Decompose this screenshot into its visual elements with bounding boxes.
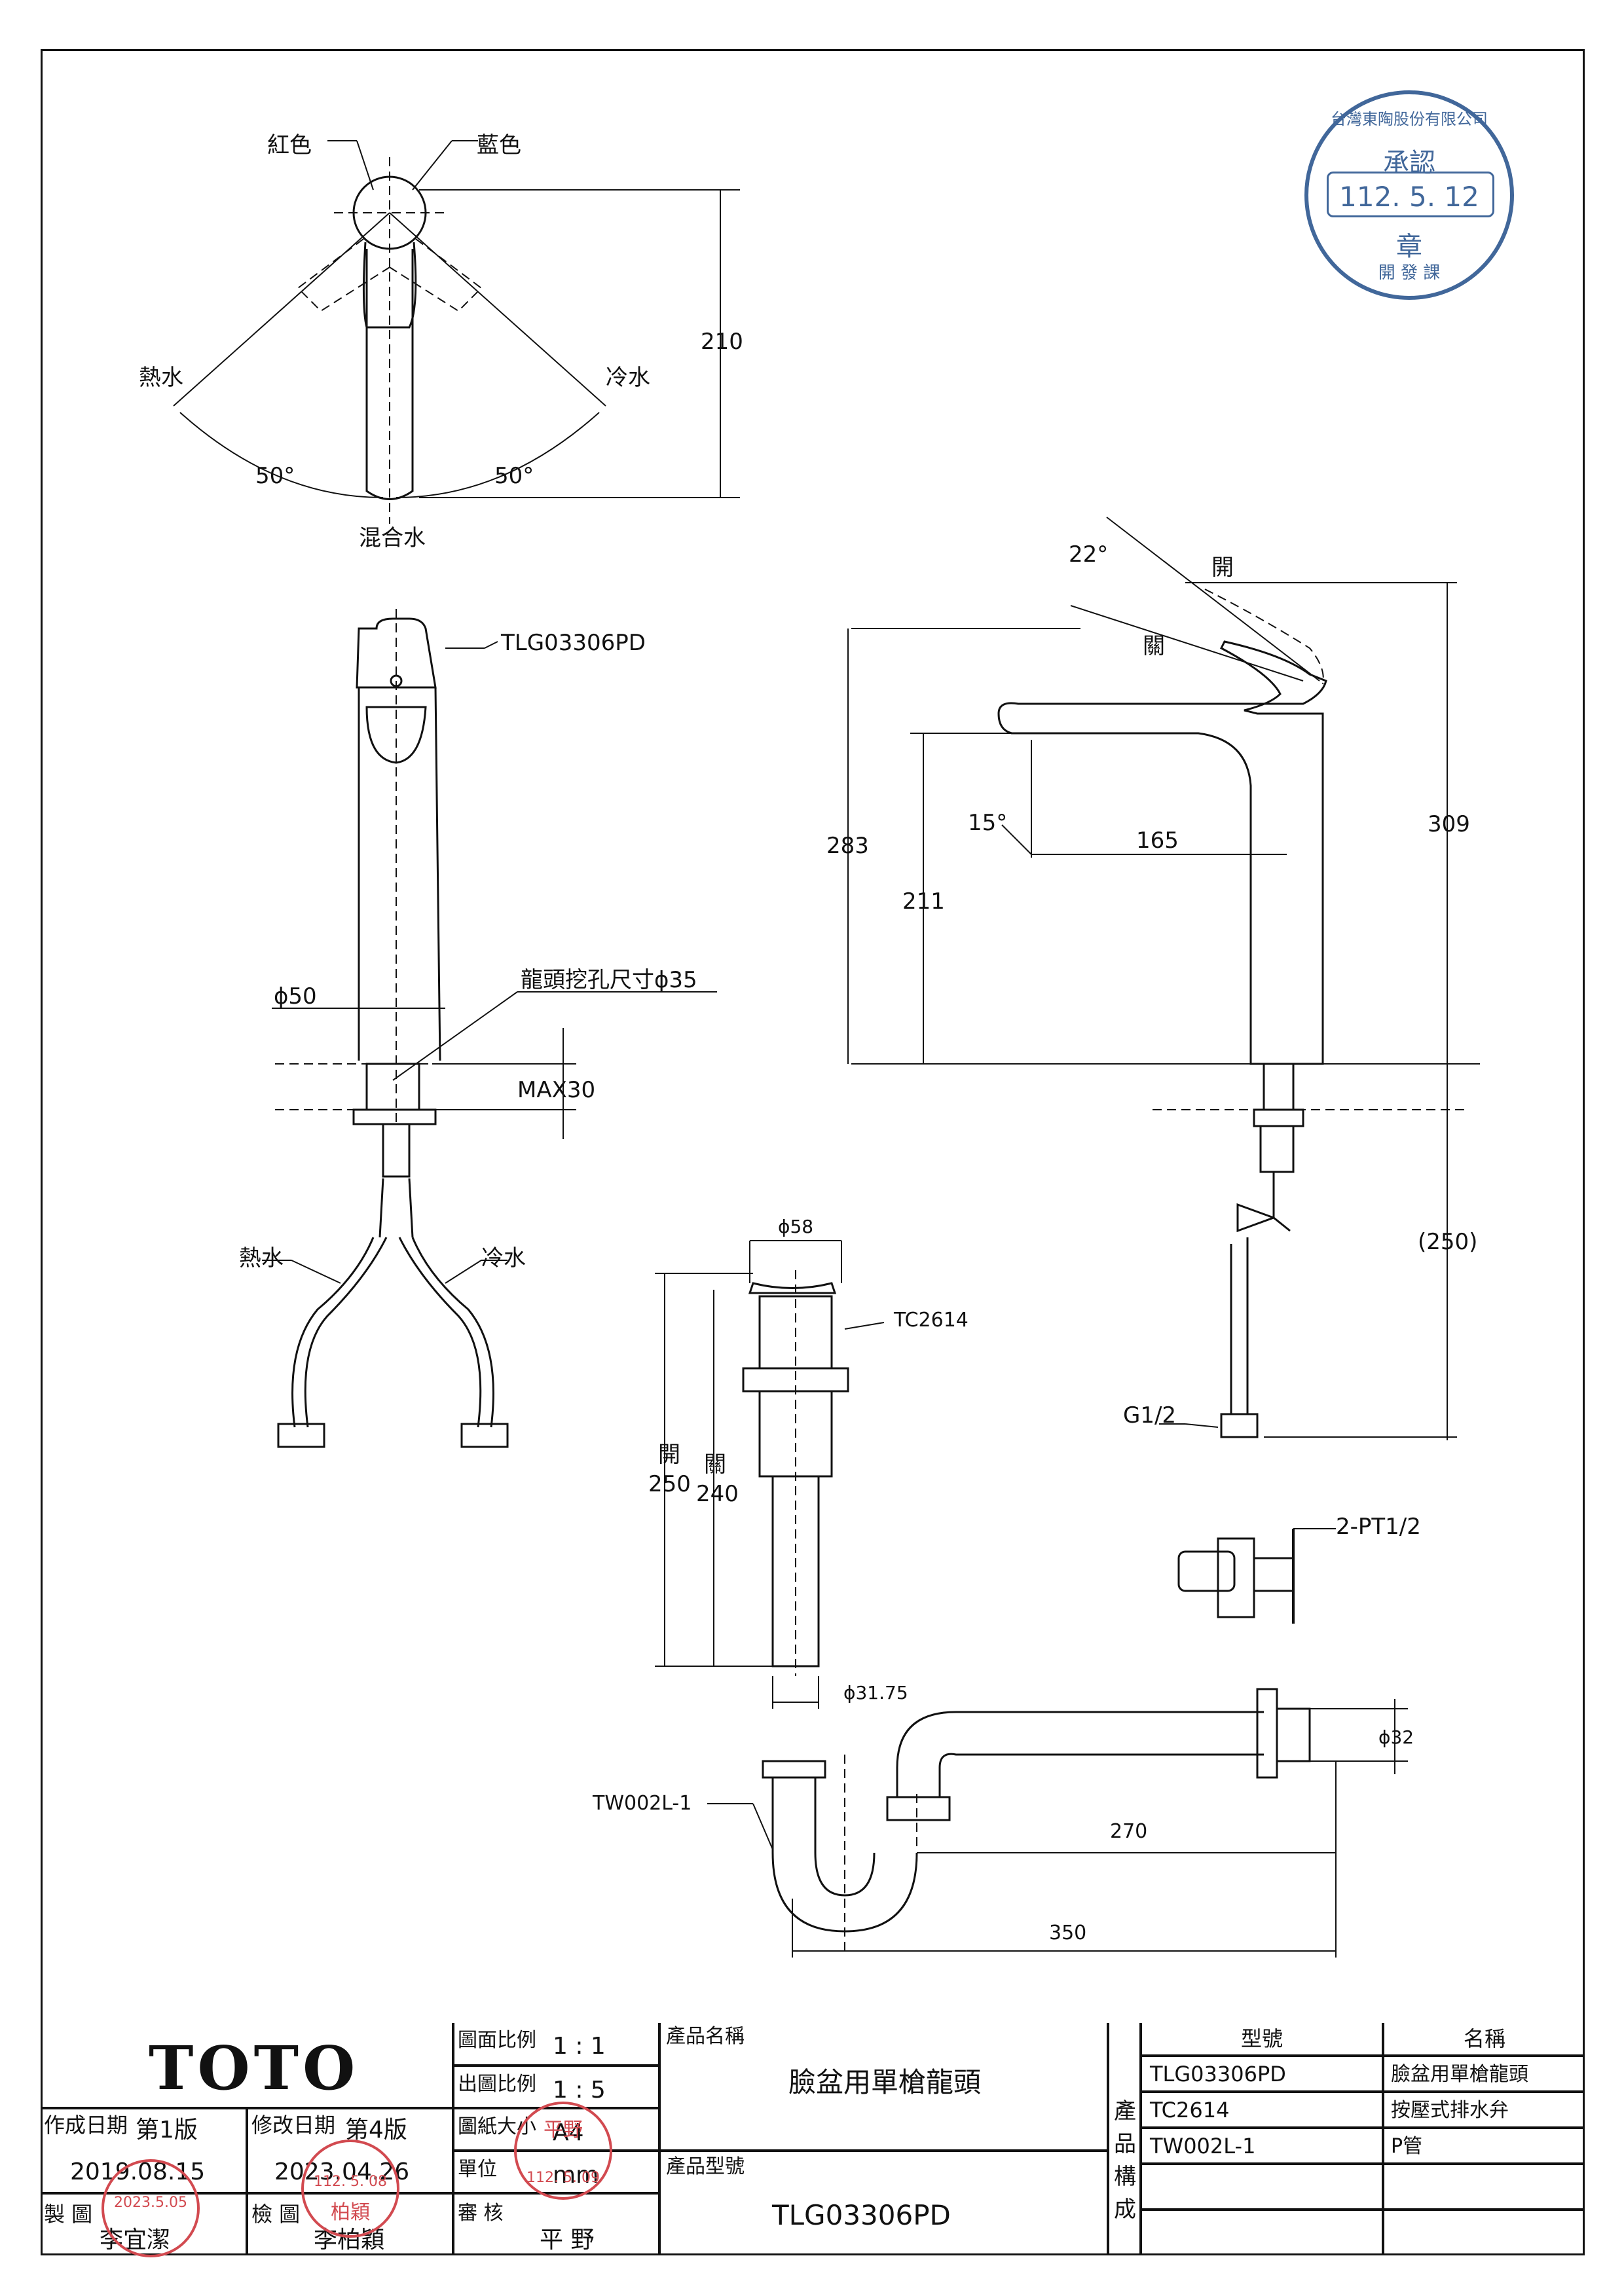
product-model-cell: 產品型號 TLG03306PD [659, 2151, 1108, 2255]
title-block: TOTO 作成日期 第1版 2019.08.15 修改日期 第4版 2023.0… [41, 2023, 1585, 2255]
top-view [173, 140, 740, 524]
dim-240-drain: 240 [696, 1481, 739, 1507]
label-cold-front: 冷水 [481, 1245, 526, 1271]
dim-31-75: ϕ31.75 [843, 1682, 908, 1704]
label-open-drain: 開 [658, 1442, 680, 1468]
dim-250-side: (250) [1418, 1229, 1478, 1255]
trap-view [707, 1688, 1408, 1958]
dim-309: 309 [1428, 811, 1470, 837]
dim-250-drain: 250 [648, 1471, 691, 1497]
label-hot-top: 熱水 [139, 365, 183, 391]
side-view [847, 517, 1480, 1624]
label-cold-top: 冷水 [606, 365, 650, 391]
angle-spout: 15° [968, 810, 1008, 836]
drain-model: TC2614 [894, 1309, 969, 1332]
thread-g12: G1/2 [1123, 1402, 1177, 1429]
stamp-drawer: 2023.5.05 [101, 2159, 200, 2257]
composition-label-cell: 產 品 構 成 [1108, 2023, 1141, 2255]
drawing-frame [41, 49, 1585, 2255]
label-blue: 藍色 [477, 132, 521, 158]
label-close-drain: 關 [704, 1451, 726, 1478]
toto-logo: TOTO [149, 2033, 360, 2104]
component-row: TW002L-1 [1141, 2128, 1383, 2164]
stamp-company: 台灣東陶股份有限公司 [1331, 110, 1488, 128]
dim-210: 210 [701, 329, 743, 355]
stamp-date: 112. 5. 12 [1339, 181, 1479, 213]
angle-left: 50° [255, 463, 295, 489]
trap-model: TW002L-1 [593, 1792, 692, 1815]
dim-165: 165 [1136, 828, 1179, 854]
stamp-dept: 開 發 課 [1378, 263, 1441, 283]
component-row: TLG03306PD [1141, 2056, 1383, 2092]
logo-cell: TOTO [41, 2023, 453, 2108]
stamp-seal: 章 [1396, 232, 1422, 262]
dim-58: ϕ58 [778, 1216, 814, 1237]
product-name-cell: 產品名稱 臉盆用單槍龍頭 [659, 2023, 1108, 2151]
front-model: TLG03306PD [501, 630, 646, 656]
dim-270: 270 [1110, 1820, 1148, 1843]
angle-lever: 22° [1069, 541, 1109, 568]
dim-32: ϕ32 [1378, 1726, 1414, 1748]
stamp-reviewer: 平野 112. 5. 09 [514, 2102, 612, 2200]
dim-diameter-50: ϕ50 [274, 983, 317, 1010]
stamp-checker: 112. 5. 08 柏穎 [301, 2140, 399, 2238]
label-hot-front: 熱水 [239, 1245, 284, 1271]
component-row: TC2614 [1141, 2092, 1383, 2128]
front-view [262, 609, 717, 1448]
approval-stamp: 台灣東陶股份有限公司 承認 112. 5. 12 章 開 發 課 [1304, 90, 1514, 300]
max-thickness: MAX30 [517, 1077, 596, 1103]
label-close-side: 關 [1143, 633, 1165, 659]
dim-350: 350 [1049, 1922, 1087, 1944]
label-open-side: 開 [1211, 555, 1234, 581]
valve-thread: 2-PT1/2 [1336, 1514, 1421, 1540]
dim-211: 211 [902, 888, 945, 915]
hole-size: 龍頭挖孔尺寸ϕ35 [521, 967, 697, 993]
dim-283: 283 [826, 833, 869, 859]
drain-view [655, 1240, 885, 1709]
label-mix: 混合水 [359, 525, 426, 551]
angle-right: 50° [494, 463, 534, 489]
label-red: 紅色 [267, 132, 312, 158]
